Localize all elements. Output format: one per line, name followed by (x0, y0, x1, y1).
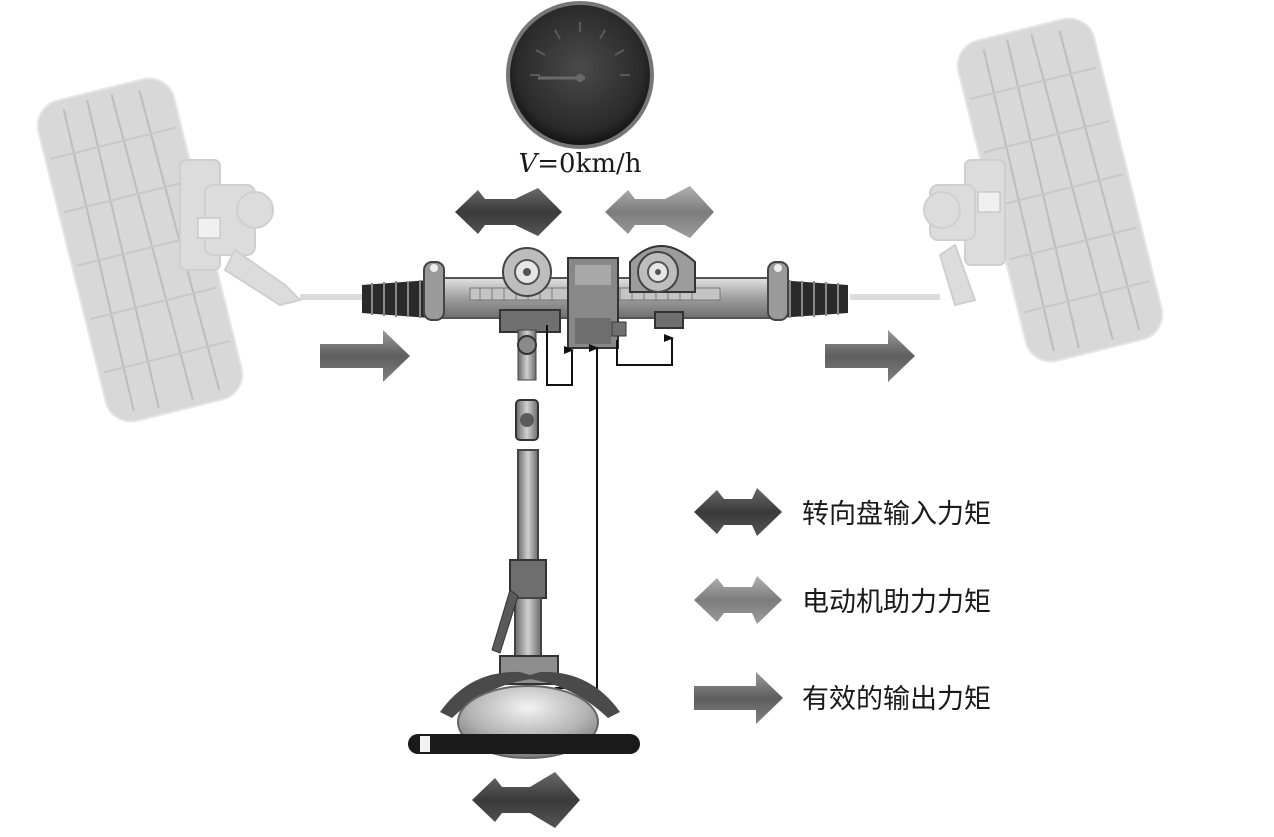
steering-wheel (408, 671, 640, 759)
left-wheel (36, 77, 365, 423)
arrow-right-icon (694, 672, 783, 724)
legend-item-motor-assist: 电动机助力力矩 (694, 576, 991, 624)
steering-column (491, 329, 559, 685)
legend-item-steering-input: 转向盘输入力矩 (694, 488, 991, 536)
steering-rack (362, 245, 848, 349)
speed-label: V=0km/h (518, 149, 641, 179)
legend-label-motor-assist: 电动机助力力矩 (802, 587, 991, 618)
light-double-arrow-left-icon (694, 576, 782, 624)
top-motor-assist-arrow (605, 186, 714, 238)
legend-label-output: 有效的输出力矩 (802, 684, 991, 715)
right-output-arrow (825, 330, 915, 382)
legend: 转向盘输入力矩 电动机助力力矩 有效的输出力矩 (694, 488, 991, 724)
top-steering-input-arrow (455, 188, 562, 236)
legend-label-steering-input: 转向盘输入力矩 (802, 499, 991, 530)
dark-double-arrow-left-icon (694, 488, 782, 536)
speed-variable: V (518, 149, 539, 179)
right-wheel (850, 17, 1164, 363)
speedometer-gauge (506, 1, 654, 149)
speed-value: =0km/h (537, 149, 641, 179)
left-output-arrow (320, 330, 410, 382)
legend-item-output: 有效的输出力矩 (694, 672, 991, 724)
bottom-steering-input-arrow (472, 772, 580, 828)
signal-wires (546, 325, 674, 689)
